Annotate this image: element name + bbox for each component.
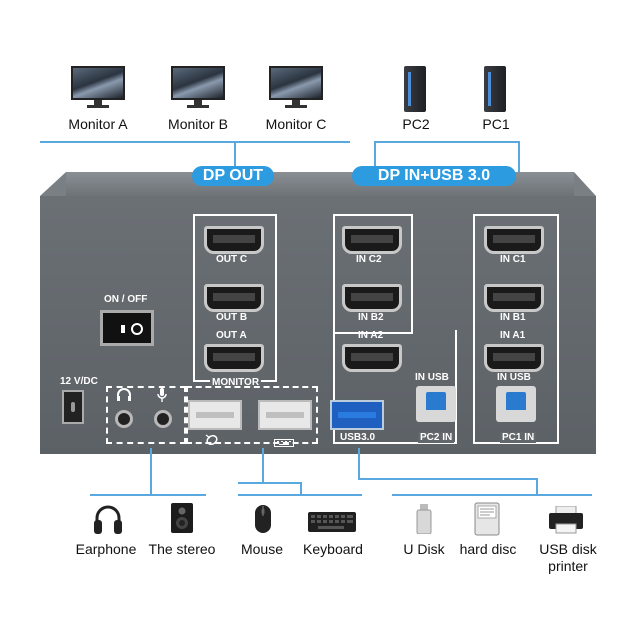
connector-line — [358, 478, 538, 480]
keyboard-icon — [308, 512, 356, 532]
connector-line — [238, 494, 362, 496]
connector-line — [358, 448, 360, 480]
mouse-icon — [204, 432, 218, 446]
stereo-label: The stereo — [148, 541, 216, 557]
earphone-label: Earphone — [75, 541, 137, 557]
pc1-tower-icon — [484, 66, 506, 112]
hard-disk-icon — [474, 502, 500, 536]
connector-line — [536, 478, 538, 496]
power-input-label: 12 V/DC — [60, 376, 98, 387]
connector-line — [40, 141, 350, 143]
hid-usb-port-group — [186, 386, 318, 444]
printer-icon — [548, 505, 584, 534]
dp-in-b2-label: IN B2 — [358, 312, 384, 323]
keyboard-usb-port[interactable] — [258, 400, 312, 430]
connector-line — [300, 482, 302, 496]
microphone-jack[interactable] — [154, 410, 172, 428]
pc2-usb-label: IN USB — [415, 372, 449, 383]
dp-in-c1-label: IN C1 — [500, 254, 526, 265]
dp-in-b1-port[interactable] — [484, 284, 544, 312]
dp-out-b-port[interactable] — [204, 284, 264, 312]
connector-line — [90, 494, 206, 496]
dp-out-b-label: OUT B — [216, 312, 248, 323]
dp-out-badge: DP OUT — [192, 166, 274, 186]
monitor-c-icon — [269, 66, 323, 108]
keyboard-icon — [274, 434, 294, 447]
dp-in-c2-port[interactable] — [342, 226, 402, 254]
u-disk-label: U Disk — [403, 541, 445, 557]
monitor-group-label: MONITOR — [210, 377, 262, 388]
headphone-icon — [116, 388, 132, 402]
usb3-port[interactable] — [330, 400, 384, 430]
pc2-port-group — [333, 214, 413, 334]
power-switch[interactable] — [100, 310, 154, 346]
audio-port-group — [106, 386, 186, 444]
pc1-group-label: PC1 IN — [500, 432, 537, 443]
pc1-label: PC1 — [482, 116, 510, 132]
pc2-group-label: PC2 IN — [418, 432, 455, 443]
dp-in-a2-label: IN A2 — [358, 330, 384, 341]
connector-line — [238, 482, 300, 484]
dc-power-jack[interactable] — [62, 390, 84, 424]
connector-line — [392, 494, 592, 496]
device-edge — [574, 172, 596, 196]
hard-disc-label: hard disc — [459, 541, 517, 557]
microphone-icon — [156, 388, 168, 402]
monitor-a-label: Monitor A — [68, 116, 128, 132]
headphone-jack[interactable] — [115, 410, 133, 428]
monitor-a-icon — [71, 66, 125, 108]
pc2-label: PC2 — [402, 116, 430, 132]
headphone-icon — [92, 502, 124, 536]
dp-out-a-port[interactable] — [204, 344, 264, 372]
monitor-b-label: Monitor B — [168, 116, 228, 132]
dp-in-b2-port[interactable] — [342, 284, 402, 312]
mouse-icon — [254, 504, 272, 534]
monitor-c-label: Monitor C — [265, 116, 327, 132]
dp-in-c2-label: IN C2 — [356, 254, 382, 265]
monitor-b-icon — [171, 66, 225, 108]
dp-out-c-label: OUT C — [216, 254, 248, 265]
pc1-port-group — [473, 214, 559, 444]
mouse-usb-port[interactable] — [188, 400, 242, 430]
dp-in-b1-label: IN B1 — [500, 312, 526, 323]
keyboard-label: Keyboard — [303, 541, 363, 557]
dp-in-c1-port[interactable] — [484, 226, 544, 254]
speaker-icon — [170, 502, 194, 534]
dp-out-c-port[interactable] — [204, 226, 264, 254]
dp-in-a2-port[interactable] — [342, 344, 402, 372]
connector-line — [374, 141, 520, 143]
connector-line — [150, 448, 152, 496]
pc2-usb-b-port[interactable] — [416, 386, 456, 422]
connector-line — [262, 448, 264, 482]
dp-out-a-label: OUT A — [216, 330, 247, 341]
pc1-usb-b-port[interactable] — [496, 386, 536, 422]
dp-in-usb-badge: DP IN+USB 3.0 — [352, 166, 516, 186]
usb3-label: USB3.0 — [340, 432, 376, 443]
pc1-usb-label: IN USB — [497, 372, 531, 383]
device-edge — [40, 172, 66, 196]
power-switch-label: ON / OFF — [104, 294, 148, 305]
pc2-tower-icon — [404, 66, 426, 112]
mouse-label: Mouse — [240, 541, 284, 557]
usb-drive-icon — [416, 504, 432, 535]
usb-printer-label: USB disk printer — [539, 541, 597, 574]
dp-in-a1-port[interactable] — [484, 344, 544, 372]
pc2-port-group-lower — [333, 330, 457, 444]
dp-in-a1-label: IN A1 — [500, 330, 526, 341]
